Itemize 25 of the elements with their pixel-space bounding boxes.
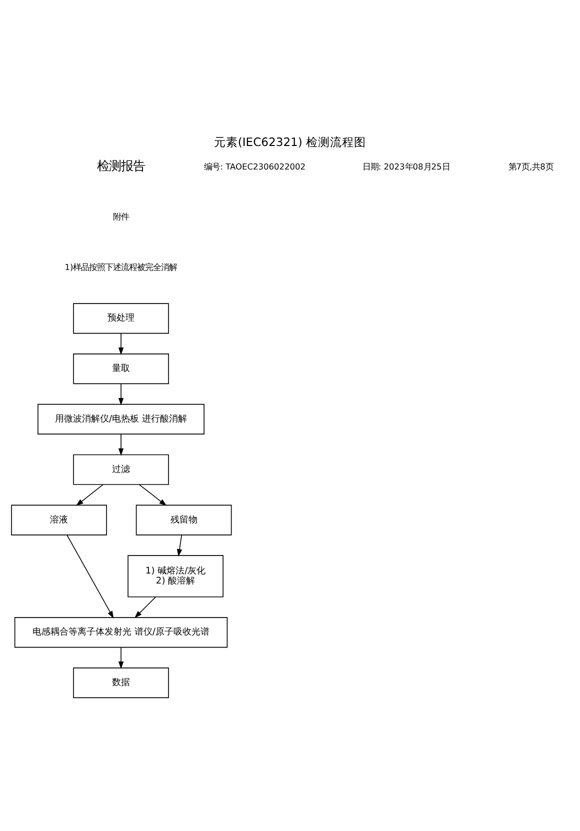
node-box: 残留物 [136, 504, 232, 536]
arrow [176, 534, 182, 557]
label: 编号: TAOEC2306022002 [204, 161, 306, 172]
arrow [118, 646, 124, 669]
node-box: 用微波消解仪/电热板 进行酸消解 [38, 404, 204, 434]
arrow [138, 484, 167, 506]
label: 日期: 2023年08月25日 [362, 161, 450, 172]
arrow [118, 434, 124, 456]
arrow [118, 383, 124, 406]
node-box: 过滤 [73, 454, 169, 485]
node-box: 电感耦合等离子体发射光 谱仪/原子吸收光谱 [14, 617, 228, 648]
node-box: 数据 [73, 668, 169, 698]
arrow [76, 484, 104, 506]
label: 检测报告 [97, 158, 146, 174]
node-box: 预处理 [73, 303, 169, 334]
label: 第7页,共8页 [508, 161, 554, 172]
arrow [118, 332, 124, 355]
arrow [66, 534, 114, 618]
diagram-title: 元素(IEC62321) 检测流程图 [214, 134, 366, 149]
label: 1)样品按照下述流程被完全消解 [64, 262, 178, 272]
arrow [134, 596, 156, 618]
label: 附件 [113, 212, 130, 222]
node-box: 溶液 [11, 504, 107, 536]
node-box: 1) 碱熔法/灰化 2) 酸溶解 [128, 555, 224, 598]
node-box: 量取 [73, 354, 169, 384]
